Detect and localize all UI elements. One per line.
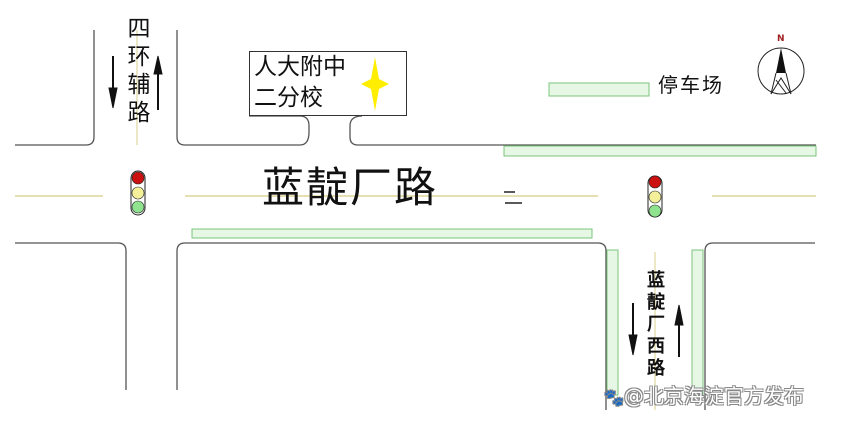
star-marker-icon — [361, 57, 389, 111]
compass-north-label: N — [777, 34, 785, 44]
watermark-text: @北京海淀官方发布 — [623, 384, 804, 408]
side-road-east-label: 蓝靛厂西路 — [644, 270, 665, 380]
compass-icon — [757, 47, 805, 95]
lane-marks — [504, 191, 522, 204]
traffic-light-east-icon — [647, 175, 663, 218]
school-name-line2: 二分校 — [254, 85, 323, 111]
arrow-up-east-icon — [674, 304, 684, 357]
road-edges — [15, 30, 816, 410]
paw-icon: 🐾 — [604, 388, 624, 407]
parking-label: 停车场 — [658, 73, 724, 97]
traffic-light-west-icon — [130, 170, 146, 216]
green-strips — [191, 82, 817, 396]
watermark: 🐾@北京海淀官方发布 — [604, 380, 804, 409]
arrow-down-east-icon — [628, 303, 638, 356]
arrow-up-west-icon — [153, 55, 163, 110]
side-road-west-label: 四环辅路 — [123, 16, 149, 128]
school-name-line1: 人大附中 — [254, 54, 346, 80]
arrow-down-west-icon — [108, 56, 118, 109]
center-lines — [15, 30, 816, 410]
main-road-label: 蓝靛厂路 — [262, 163, 439, 212]
